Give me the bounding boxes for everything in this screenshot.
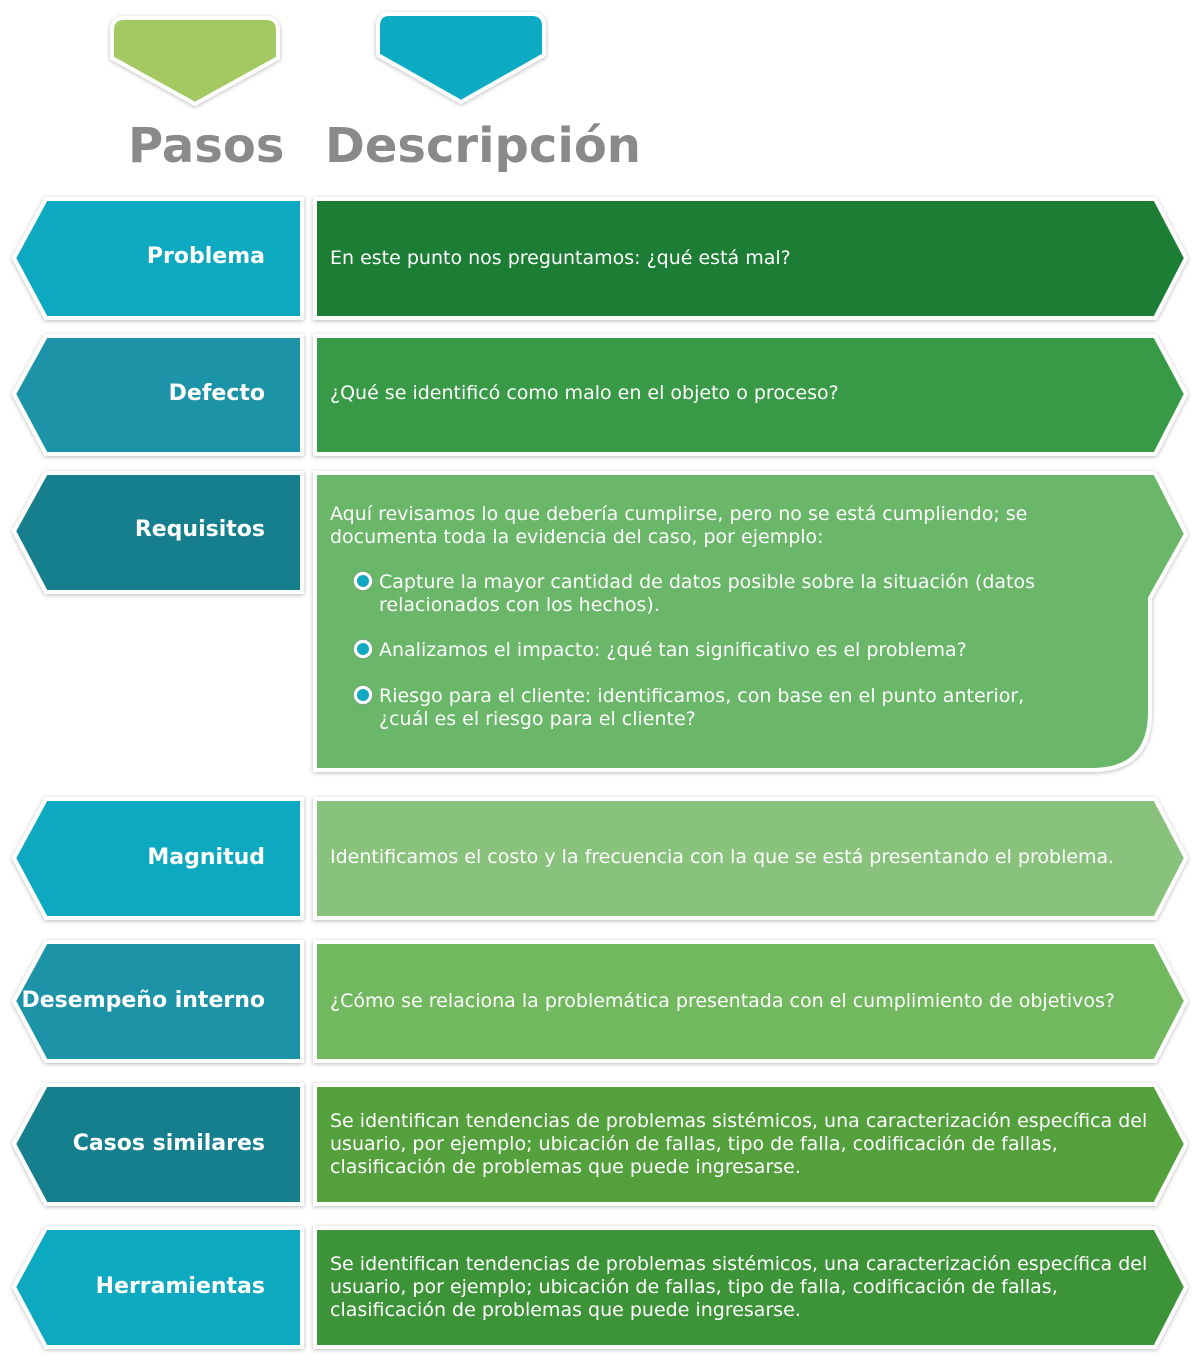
description-text-defecto: ¿Qué se identificó como malo en el objet… <box>330 382 839 404</box>
description-text-herramientas: Se identifican tendencias de problemas s… <box>330 1253 1148 1321</box>
description-text-problema: En este punto nos preguntamos: ¿qué está… <box>330 247 791 269</box>
description-shape-casos-similares <box>313 1083 1189 1206</box>
description-text-casos-similares: Se identifican tendencias de problemas s… <box>330 1110 1148 1178</box>
requisitos-bullet-3: Riesgo para el cliente: identificamos, c… <box>379 685 1025 730</box>
steps-header-title: Pasos <box>128 118 285 174</box>
description-text-desempeno-interno: ¿Cómo se relaciona la problemática prese… <box>330 990 1115 1012</box>
description-header-title: Descripción <box>325 118 641 174</box>
steps-header-arrow <box>110 16 280 107</box>
step-label-defecto: Defecto <box>168 381 265 406</box>
step-shape-casos-similares <box>11 1083 304 1206</box>
step-shape-herramientas <box>11 1226 304 1349</box>
step-shape-magnitud <box>11 797 304 920</box>
step-label-magnitud: Magnitud <box>147 845 265 870</box>
step-label-casos-similares: Casos similares <box>72 1131 265 1156</box>
requisitos-bullet-2: Analizamos el impacto: ¿qué tan signific… <box>379 639 967 661</box>
description-shape-requisitos <box>313 471 1189 772</box>
description-shape-desempeno-interno <box>313 940 1189 1063</box>
description-shape-defecto <box>313 334 1189 456</box>
bullet-dot-icon <box>353 685 373 705</box>
description-text-requisitos: Aquí revisamos lo que debería cumplirse,… <box>330 503 1028 548</box>
step-label-herramientas: Herramientas <box>95 1274 265 1299</box>
description-shape-herramientas <box>313 1226 1189 1349</box>
bullet-dot-icon <box>353 571 373 591</box>
description-header-arrow <box>376 12 546 105</box>
description-shape-magnitud <box>313 797 1189 920</box>
step-label-desempeno-interno: Desempeño interno <box>21 988 266 1013</box>
bullet-dot-icon <box>353 639 373 659</box>
step-label-requisitos: Requisitos <box>134 517 265 542</box>
step-shape-problema <box>11 197 304 320</box>
description-shape-problema <box>313 197 1189 320</box>
requisitos-bullet-1: Capture la mayor cantidad de datos posib… <box>379 571 1036 616</box>
step-label-problema: Problema <box>146 244 265 269</box>
description-text-magnitud: Identificamos el costo y la frecuencia c… <box>330 846 1115 868</box>
step-shape-requisitos <box>11 471 304 594</box>
step-shape-defecto <box>11 334 304 456</box>
step-shape-desempeno-interno <box>11 940 304 1063</box>
